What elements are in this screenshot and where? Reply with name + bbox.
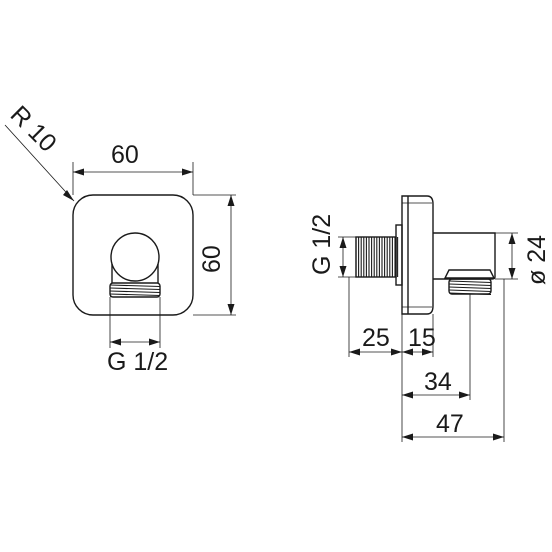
width-label: 60 bbox=[111, 141, 139, 169]
dim-25-label: 25 bbox=[362, 324, 390, 352]
radius-arrow bbox=[63, 190, 74, 201]
outlet-thread bbox=[448, 278, 492, 295]
dim-15-label: 15 bbox=[408, 324, 436, 352]
dim-47-label: 47 bbox=[436, 410, 464, 438]
height-label: 60 bbox=[198, 245, 226, 273]
front-thread-label: G 1/2 bbox=[107, 348, 168, 376]
diameter-label: ø 24 bbox=[523, 235, 551, 285]
side-shoulder bbox=[395, 224, 403, 286]
outlet-nut bbox=[443, 269, 496, 279]
front-view: R 10 60 60 G 1/2 bbox=[4, 100, 236, 376]
radius-label: R 10 bbox=[5, 100, 62, 157]
side-thread-label: G 1/2 bbox=[308, 214, 336, 275]
outlet-circle bbox=[110, 232, 160, 282]
side-view: G 1/2 ø 24 25 15 34 47 bbox=[308, 195, 551, 442]
outlet-cylinder bbox=[433, 232, 496, 280]
front-body bbox=[72, 194, 194, 316]
dim-34-label: 34 bbox=[424, 368, 452, 396]
side-inlet-thread bbox=[355, 236, 399, 278]
front-thread bbox=[109, 282, 161, 298]
radius-leader bbox=[4, 124, 75, 202]
side-flange bbox=[401, 195, 434, 315]
